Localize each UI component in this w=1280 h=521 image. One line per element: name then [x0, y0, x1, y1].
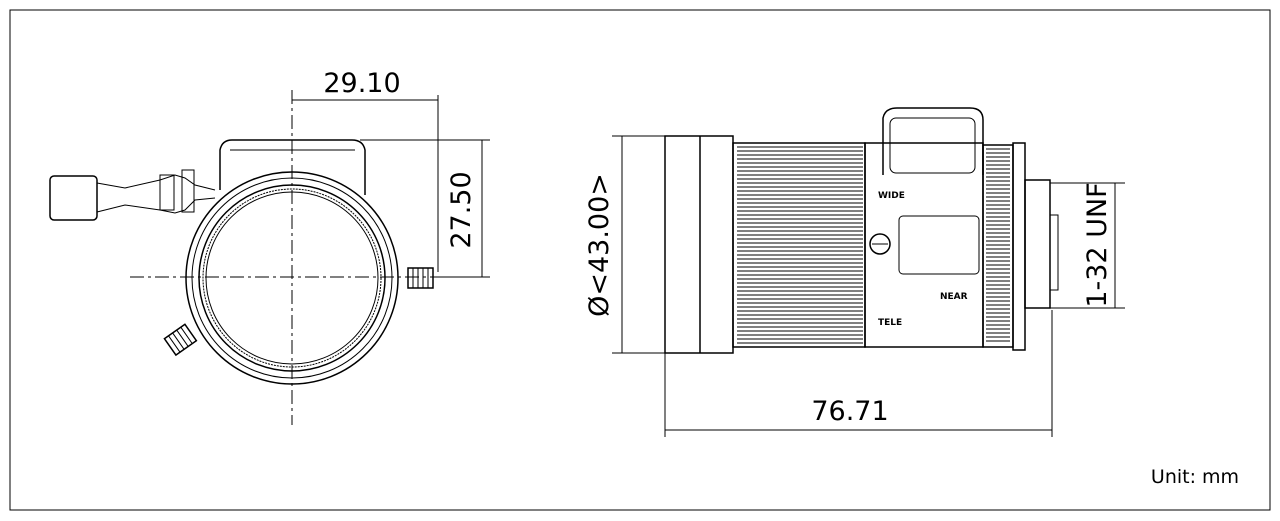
width-dimension: 29.10: [323, 68, 400, 99]
label-window: [898, 215, 980, 275]
zoom-screw: [163, 323, 198, 357]
drawing-border: [9, 9, 1271, 511]
front-view: 29.10 27.50: [49, 68, 490, 425]
tele-marking: TELE: [878, 318, 902, 328]
length-dimension: 76.71: [811, 396, 888, 427]
wide-marking: WIDE: [878, 191, 905, 201]
top-housing: [219, 139, 366, 195]
diameter-dimension: Ø<43.00>: [584, 173, 615, 317]
cable-connector: [49, 175, 98, 221]
near-marking: NEAR: [940, 292, 968, 302]
focus-screw: [407, 267, 434, 289]
outer-ring: [185, 171, 399, 385]
lock-screw: [869, 233, 891, 255]
zoom-grip: [732, 142, 866, 348]
flange: [1012, 142, 1026, 351]
unit-label: Unit: mm: [1151, 466, 1239, 488]
height-dimension: 27.50: [446, 171, 477, 248]
top-tab: [882, 107, 984, 175]
side-view: WIDE TELE NEAR Ø<43.00> 76.71 1-32 UNF: [584, 107, 1125, 437]
thread-dimension: 1-32 UNF: [1082, 182, 1113, 307]
c-mount-thread: [1024, 179, 1051, 309]
cable: [96, 174, 216, 214]
front-barrel: [664, 135, 734, 354]
